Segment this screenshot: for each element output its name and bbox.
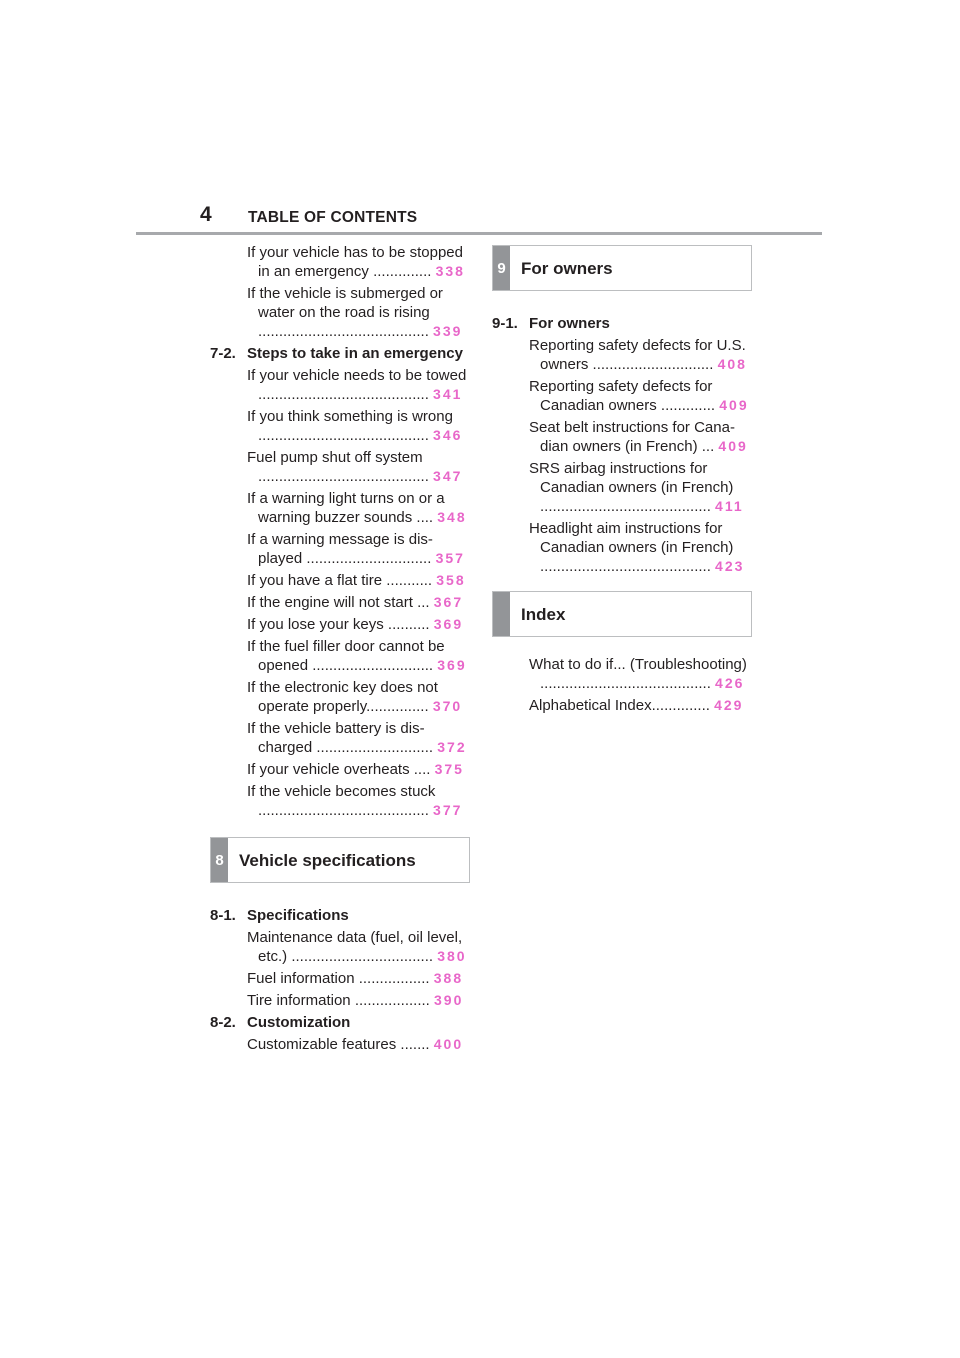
section-heading-8-2: 8-2.Customization bbox=[210, 1014, 351, 1031]
page-link[interactable]: 411 bbox=[715, 498, 744, 514]
page-link[interactable]: 375 bbox=[434, 761, 464, 777]
toc-entry[interactable]: Reporting safety defects for Canadian ow… bbox=[529, 378, 749, 414]
chapter-tab: 9 bbox=[493, 246, 510, 290]
toc-entry[interactable]: What to do if... (Troubleshooting) .....… bbox=[529, 656, 747, 692]
toc-entry[interactable]: Reporting safety defects for U.S. owners… bbox=[529, 337, 747, 373]
toc-entry[interactable]: If your vehicle overheats .... 375 bbox=[247, 761, 464, 778]
toc-entry[interactable]: Tire information .................. 390 bbox=[247, 992, 464, 1009]
toc-left-column: If your vehicle has to be stopped in an … bbox=[210, 243, 472, 1057]
header-rule bbox=[136, 232, 822, 235]
chapter-box-vehicle-specifications: 8 Vehicle specifications bbox=[210, 837, 470, 883]
page-link[interactable]: 370 bbox=[432, 698, 463, 714]
page-link[interactable]: 388 bbox=[433, 970, 464, 986]
page-link[interactable]: 426 bbox=[715, 675, 745, 691]
chapter-box-index: Index bbox=[492, 591, 752, 637]
toc-entry[interactable]: If you think something is wrong ........… bbox=[247, 408, 463, 444]
toc-entry[interactable]: If the vehicle is submerged or water on … bbox=[247, 285, 463, 340]
page-link[interactable]: 369 bbox=[433, 616, 464, 632]
toc-entry[interactable]: If a warning message is dis- played ....… bbox=[247, 531, 465, 567]
page-header-title: TABLE OF CONTENTS bbox=[248, 209, 418, 226]
toc-entry[interactable]: If you have a flat tire ........... 358 bbox=[247, 572, 466, 589]
page-link[interactable]: 409 bbox=[718, 438, 748, 454]
chapter-title: For owners bbox=[521, 258, 613, 278]
toc-entry[interactable]: If a warning light turns on or a warning… bbox=[247, 490, 467, 526]
chapter-title: Vehicle specifications bbox=[239, 850, 416, 870]
toc-entry[interactable]: If the vehicle battery is dis- charged .… bbox=[247, 720, 467, 756]
page-link[interactable]: 377 bbox=[433, 802, 463, 818]
toc-entry[interactable]: Seat belt instructions for Cana- dian ow… bbox=[529, 419, 748, 455]
toc-entry[interactable]: If the engine will not start ... 367 bbox=[247, 594, 464, 611]
toc-entry[interactable]: If your vehicle needs to be towed ......… bbox=[247, 367, 467, 403]
page-link[interactable]: 347 bbox=[433, 468, 463, 484]
toc-right-column: 9 For owners 9-1.For owners Reporting sa… bbox=[492, 245, 754, 718]
chapter-title: Index bbox=[521, 604, 566, 624]
page-link[interactable]: 372 bbox=[437, 739, 467, 755]
section-heading-8-1: 8-1.Specifications bbox=[210, 907, 349, 924]
page-link[interactable]: 423 bbox=[715, 558, 745, 574]
chapter-tab bbox=[493, 592, 510, 636]
page-link[interactable]: 408 bbox=[717, 356, 747, 372]
toc-entry[interactable]: If the electronic key does not operate p… bbox=[247, 679, 463, 715]
toc-entry[interactable]: Maintenance data (fuel, oil level, etc.)… bbox=[247, 929, 467, 965]
page-link[interactable]: 339 bbox=[433, 323, 463, 339]
page-link[interactable]: 409 bbox=[719, 397, 749, 413]
page-link[interactable]: 380 bbox=[437, 948, 467, 964]
page-link[interactable]: 348 bbox=[437, 509, 467, 525]
chapter-tab: 8 bbox=[211, 838, 228, 882]
page-number: 4 bbox=[200, 203, 212, 226]
toc-entry[interactable]: Fuel pump shut off system ..............… bbox=[247, 449, 463, 485]
toc-entry[interactable]: If your vehicle has to be stopped in an … bbox=[247, 244, 465, 280]
page-link[interactable]: 367 bbox=[433, 594, 464, 610]
page-link[interactable]: 429 bbox=[714, 697, 744, 713]
page-link[interactable]: 358 bbox=[436, 572, 466, 588]
page-link[interactable]: 400 bbox=[433, 1036, 464, 1052]
toc-entry[interactable]: Customizable features ....... 400 bbox=[247, 1036, 464, 1053]
toc-entry[interactable]: Fuel information ................. 388 bbox=[247, 970, 464, 987]
toc-entry[interactable]: If the fuel filler door cannot be opened… bbox=[247, 638, 467, 674]
page-link[interactable]: 390 bbox=[434, 992, 464, 1008]
section-heading-9-1: 9-1.For owners bbox=[492, 315, 610, 332]
page-link[interactable]: 346 bbox=[433, 427, 463, 443]
toc-entry[interactable]: If the vehicle becomes stuck ...........… bbox=[247, 783, 463, 819]
page-link[interactable]: 369 bbox=[437, 657, 467, 673]
chapter-box-for-owners: 9 For owners bbox=[492, 245, 752, 291]
section-heading-7-2: 7-2.Steps to take in an emergency bbox=[210, 345, 463, 362]
page-link[interactable]: 341 bbox=[433, 386, 463, 402]
page-link[interactable]: 357 bbox=[435, 550, 465, 566]
toc-entry[interactable]: SRS airbag instructions for Canadian own… bbox=[529, 460, 744, 515]
toc-entry[interactable]: If you lose your keys .......... 369 bbox=[247, 616, 464, 633]
page-link[interactable]: 338 bbox=[435, 263, 465, 279]
toc-entry[interactable]: Alphabetical Index.............. 429 bbox=[529, 697, 744, 714]
toc-entry[interactable]: Headlight aim instructions for Canadian … bbox=[529, 520, 745, 575]
